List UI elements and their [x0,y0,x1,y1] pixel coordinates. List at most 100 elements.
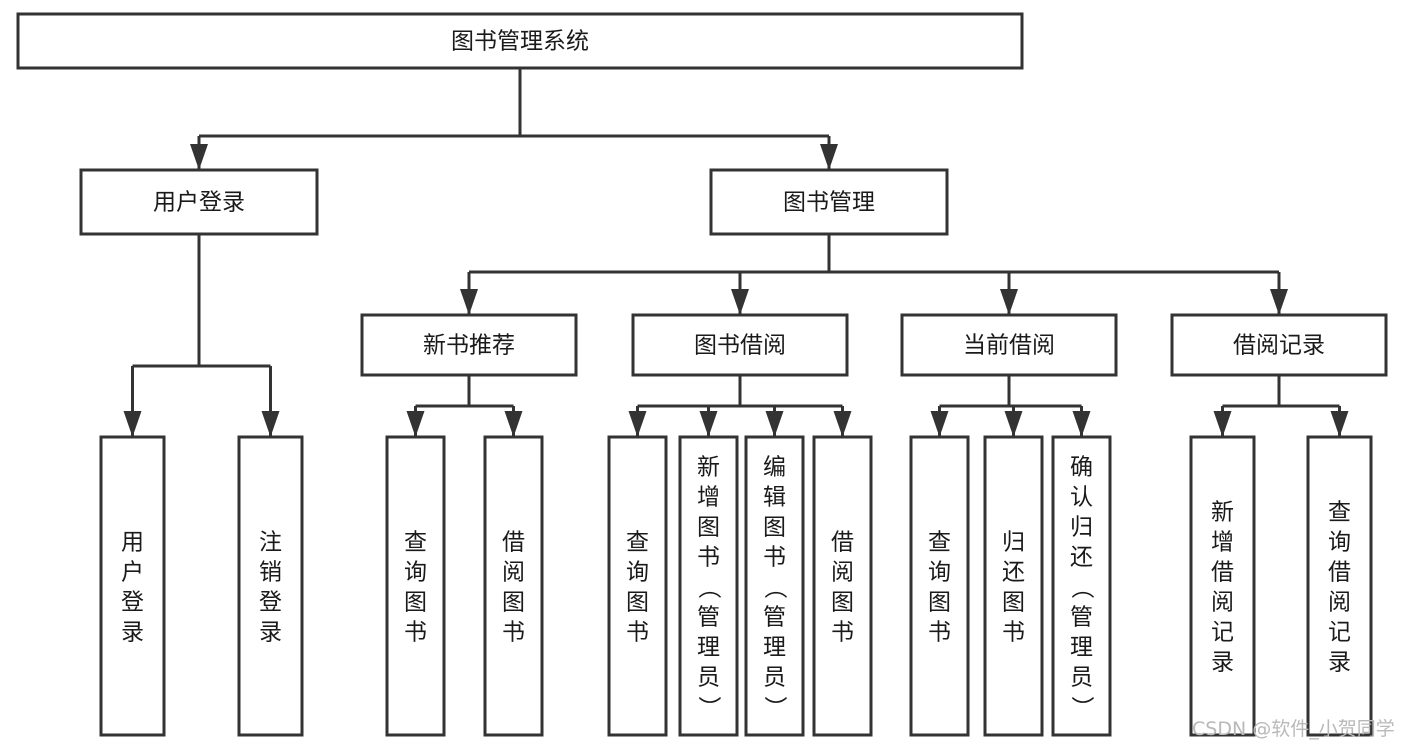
node-label-char: 注 [259,529,282,555]
node-root[interactable]: 图书管理系统 [16,12,1024,70]
node-label: 新书推荐 [423,333,515,359]
node-label: 图书管理 [783,190,875,216]
node-label-char: 阅 [1328,589,1351,615]
node-box [909,435,970,737]
node-box [237,435,304,737]
node-label-char: 阅 [831,559,854,585]
node-box [483,435,544,737]
node-label-char: 书 [1002,619,1025,645]
node-box [360,313,578,377]
node-box [744,435,805,737]
node-label-char: 书 [502,619,525,645]
node-label-char: 新 [697,454,720,480]
node-label-char: 书 [404,619,427,645]
node-label-char: （ [762,576,788,599]
node-label: 用户登录 [153,190,245,216]
node-label-char: 询 [928,559,951,585]
connector-layer [123,68,1349,437]
node-box [709,168,949,236]
node-label-char: 录 [259,619,282,645]
node-label-char: 员 [1070,664,1093,690]
node-n-current-borrow[interactable]: 当前借阅 [900,313,1118,377]
node-label-char: 还 [1002,559,1025,585]
node-box [385,435,446,737]
node-label-char: 归 [1070,514,1093,540]
node-label-char: 销 [259,559,282,585]
node-label: 借阅记录 [1233,333,1325,359]
node-label-char: 登 [121,589,144,615]
node-label-char: 员 [697,664,720,690]
node-label-char: 图 [831,589,854,615]
node-label: 图书借阅 [694,333,786,359]
node-n-book-manage[interactable]: 图书管理 [709,168,949,236]
node-box [631,313,849,377]
node-n-user-login[interactable]: 用户登录 [79,168,319,236]
node-label-char: 理 [697,634,720,660]
node-label-char: 用 [121,529,144,555]
node-label-char: 新 [1211,499,1234,525]
node-label-char: ） [1069,696,1095,719]
node-label-char: 借 [831,529,854,555]
node-label: 图书管理系统 [451,29,589,55]
node-label-char: ） [696,696,722,719]
node-box [1051,435,1112,737]
node-label-char: 图 [1002,589,1025,615]
node-n-book-borrow[interactable]: 图书借阅 [631,313,849,377]
node-label-char: 录 [121,619,144,645]
node-label-char: 编 [763,454,786,480]
node-label-char: 书 [928,619,951,645]
node-label-char: 查 [1328,499,1351,525]
node-label-char: （ [696,576,722,599]
node-label-char: 记 [1211,619,1234,645]
node-label-char: 借 [502,529,525,555]
node-label-char: 录 [1328,649,1351,675]
node-box [607,435,668,737]
node-label-char: 管 [697,604,720,630]
node-label-char: 管 [763,604,786,630]
node-label-char: 图 [502,589,525,615]
node-label-char: 书 [763,544,786,570]
node-label-char: 图 [763,514,786,540]
node-label-char: ） [762,696,788,719]
node-label-char: 图 [404,589,427,615]
node-label-char: 管 [1070,604,1093,630]
node-label-char: 书 [831,619,854,645]
node-label-char: 确 [1070,454,1093,480]
node-label-char: 书 [626,619,649,645]
node-l-user-login[interactable]: 用户登录 [99,435,166,737]
node-label-char: 增 [1211,529,1234,555]
node-label-char: 归 [1002,529,1025,555]
node-box [99,435,166,737]
node-label-char: 阅 [502,559,525,585]
node-label-char: 借 [1211,559,1234,585]
node-label-char: 询 [1328,529,1351,555]
node-label-char: 户 [121,559,144,585]
node-label-char: 认 [1070,484,1093,510]
node-label-char: 查 [626,529,649,555]
node-box [812,435,873,737]
node-box [1306,435,1373,737]
node-box [1170,313,1388,377]
node-box [1189,435,1256,737]
node-box [16,12,1024,70]
node-n-new-book-rec[interactable]: 新书推荐 [360,313,578,377]
node-label-char: 增 [697,484,720,510]
node-label-char: 登 [259,589,282,615]
node-label-char: 辑 [763,484,786,510]
node-label-char: 询 [404,559,427,585]
node-n-borrow-record[interactable]: 借阅记录 [1170,313,1388,377]
